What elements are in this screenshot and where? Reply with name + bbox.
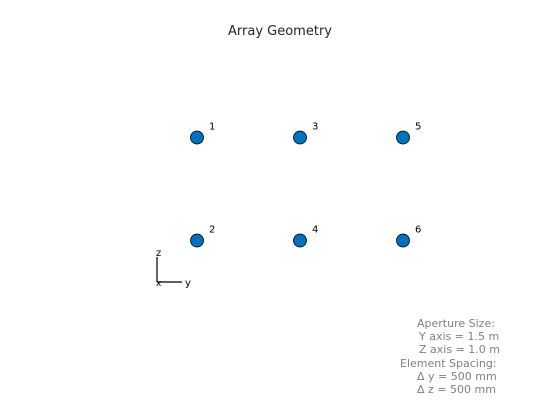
element-marker bbox=[396, 130, 410, 145]
spacing-heading: Element Spacing: bbox=[400, 356, 497, 370]
element-marker bbox=[190, 233, 204, 248]
array-element-2: 2 bbox=[190, 225, 215, 248]
aperture-heading: Aperture Size: bbox=[417, 317, 495, 330]
aperture-y-axis: Y axis = 1.5 m bbox=[419, 330, 500, 344]
array-info-panel: Aperture Size: Y axis = 1.5 m Z axis = 1… bbox=[380, 317, 530, 396]
element-label: 5 bbox=[415, 122, 421, 133]
aperture-z-axis: Z axis = 1.0 m bbox=[419, 343, 500, 357]
triad-y-label: y bbox=[185, 278, 191, 289]
elements-layer: 1 2 3 4 5 6 bbox=[190, 122, 421, 248]
triad-z-label: z bbox=[156, 248, 161, 259]
axes-triad: z x y bbox=[156, 248, 191, 289]
element-label: 3 bbox=[312, 122, 318, 133]
array-element-1: 1 bbox=[190, 122, 215, 145]
element-marker bbox=[396, 233, 410, 248]
diagram-title: Array Geometry bbox=[228, 24, 332, 39]
element-marker bbox=[293, 233, 307, 248]
array-element-6: 6 bbox=[396, 225, 421, 248]
spacing-dz: Δ z = 500 mm bbox=[417, 383, 496, 397]
array-element-4: 4 bbox=[293, 225, 318, 248]
spacing-dy: Δ y = 500 mm bbox=[417, 369, 497, 383]
element-marker bbox=[293, 130, 307, 145]
element-label: 6 bbox=[415, 225, 421, 236]
element-label: 4 bbox=[312, 225, 318, 236]
triad-x-label: x bbox=[156, 279, 162, 289]
element-label: 2 bbox=[209, 225, 215, 236]
array-element-3: 3 bbox=[293, 122, 318, 145]
element-label: 1 bbox=[209, 122, 215, 133]
array-element-5: 5 bbox=[396, 122, 421, 145]
element-marker bbox=[190, 130, 204, 145]
